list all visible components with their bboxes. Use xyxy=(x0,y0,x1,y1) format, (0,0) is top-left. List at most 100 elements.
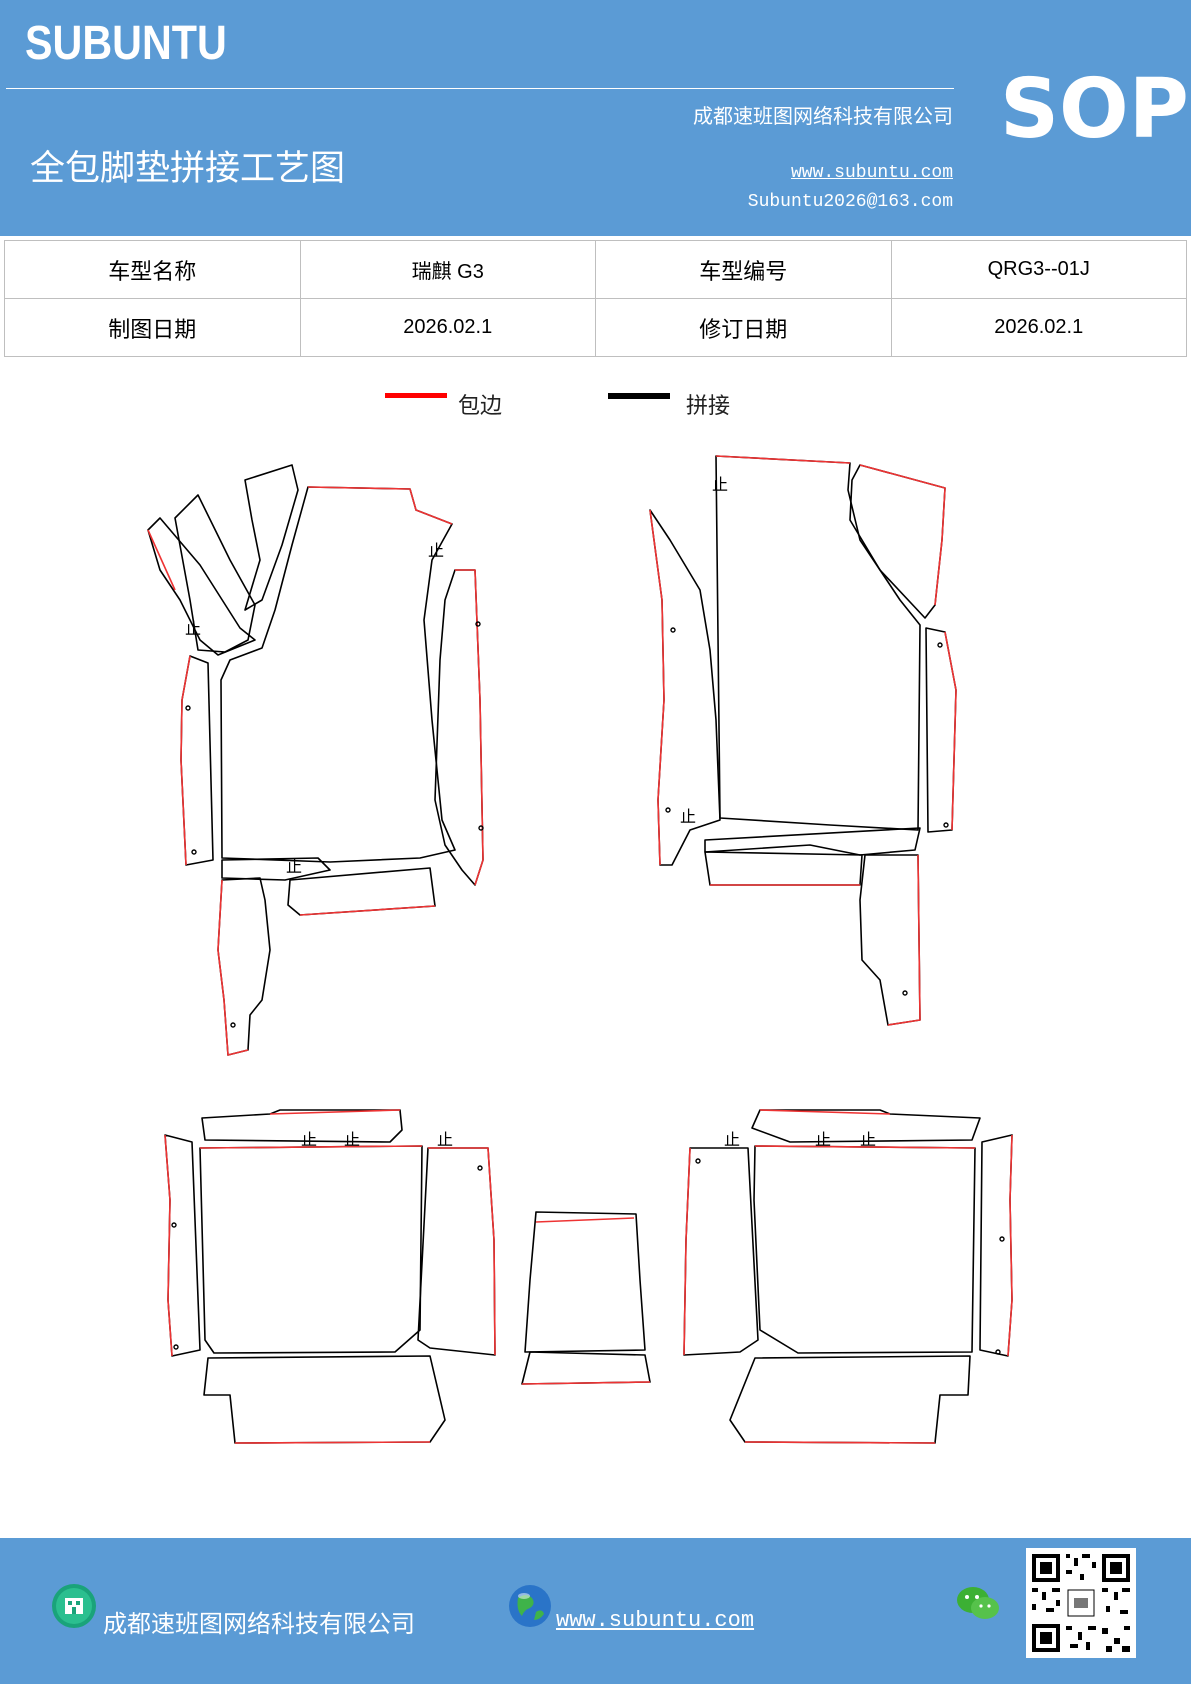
mat-piece xyxy=(944,631,957,831)
mat-piece xyxy=(199,1145,423,1149)
hole-marker xyxy=(902,990,908,996)
mat-piece xyxy=(180,655,214,866)
table-row: 车型名称 瑞麒 G3 车型编号 QRG3--01J xyxy=(4,240,1187,299)
mat-piece xyxy=(174,494,256,653)
mat-piece xyxy=(715,455,851,464)
table-row: 制图日期 2026.02.1 修订日期 2026.02.1 xyxy=(4,298,1187,357)
mat-piece xyxy=(147,517,256,656)
mat-piece xyxy=(649,509,665,866)
hole-marker xyxy=(665,807,671,813)
building-icon xyxy=(52,1584,96,1628)
mat-piece xyxy=(180,655,191,866)
hole-marker xyxy=(478,825,484,831)
stop-mark: 止 xyxy=(815,1130,831,1149)
mat-piece xyxy=(729,1355,971,1444)
mat-piece xyxy=(234,1441,431,1444)
hole-marker xyxy=(475,621,481,627)
mat-piece xyxy=(859,464,946,606)
mat-piece xyxy=(147,529,176,591)
front-right-mat-group xyxy=(649,455,957,1026)
mat-piece xyxy=(979,1134,1013,1357)
mat-piece xyxy=(683,1147,759,1356)
mat-piece xyxy=(759,1109,891,1115)
hole-marker xyxy=(477,1165,483,1171)
hole-marker xyxy=(171,1222,177,1228)
drawing-date-value: 2026.02.1 xyxy=(299,298,596,357)
vehicle-info-table: 车型名称 瑞麒 G3 车型编号 QRG3--01J 制图日期 2026.02.1… xyxy=(4,240,1187,357)
mat-piece xyxy=(524,1211,646,1353)
hole-marker xyxy=(943,822,949,828)
model-code-value: QRG3--01J xyxy=(890,240,1187,299)
stop-mark: 止 xyxy=(860,1130,876,1149)
mat-piece xyxy=(434,569,484,886)
globe-icon xyxy=(509,1585,551,1627)
model-code-label: 车型编号 xyxy=(595,240,892,299)
mat-piece xyxy=(417,1147,496,1356)
mat-piece xyxy=(164,1134,173,1357)
hole-marker xyxy=(995,1349,1001,1355)
stop-mark: 止 xyxy=(286,857,302,876)
mat-piece xyxy=(269,1109,401,1115)
model-name-label: 车型名称 xyxy=(4,240,301,299)
mat-piece xyxy=(859,854,921,1026)
website-link[interactable]: www.subuntu.com xyxy=(790,163,953,183)
mat-piece xyxy=(521,1351,651,1385)
floor-mat-pattern-drawing: 止 止 止 止 止 止 止 止 止 止 止 xyxy=(147,455,1013,1444)
legend-join-swatch xyxy=(608,393,670,399)
drawing-date-label: 制图日期 xyxy=(4,298,301,357)
hole-marker xyxy=(695,1158,701,1164)
legend-join-label: 拼接 xyxy=(686,394,731,419)
mat-piece xyxy=(455,569,484,886)
hole-marker xyxy=(185,705,191,711)
rear-right-mat-group xyxy=(683,1109,1013,1444)
legend-edge-label: 包边 xyxy=(458,394,503,419)
mat-piece xyxy=(744,1441,936,1444)
stop-mark: 止 xyxy=(344,1130,360,1149)
mat-piece xyxy=(887,854,921,1026)
mat-piece xyxy=(715,455,921,831)
mat-piece xyxy=(199,1145,423,1354)
mat-piece xyxy=(521,1381,651,1385)
stop-mark: 止 xyxy=(428,541,444,560)
mat-piece xyxy=(704,851,863,886)
mat-piece xyxy=(683,1147,691,1356)
revision-date-value: 2026.02.1 xyxy=(890,298,1187,357)
hole-marker xyxy=(191,849,197,855)
stop-mark: 止 xyxy=(301,1130,317,1149)
rear-left-mat-group xyxy=(164,1109,496,1444)
footer-website-link[interactable]: www.subuntu.com xyxy=(556,1608,755,1633)
front-left-mat-group xyxy=(147,464,484,1056)
mat-piece xyxy=(221,857,331,881)
mat-piece xyxy=(1007,1134,1013,1357)
header-banner xyxy=(0,0,1191,236)
mat-piece xyxy=(244,464,299,611)
mat-piece xyxy=(203,1355,446,1444)
sop-badge: SOP xyxy=(1000,62,1189,157)
mat-piece xyxy=(754,1145,976,1149)
footer-company-name: 成都速班图网络科技有限公司 xyxy=(103,1610,415,1638)
hole-marker xyxy=(670,627,676,633)
stop-mark: 止 xyxy=(712,475,728,494)
hole-marker xyxy=(999,1236,1005,1242)
mat-piece xyxy=(299,905,436,916)
mat-piece xyxy=(217,879,249,1056)
center-mat-group xyxy=(521,1211,651,1385)
brand-logo: SUBUNTU xyxy=(25,17,227,70)
revision-date-label: 修订日期 xyxy=(595,298,892,357)
stop-mark: 止 xyxy=(724,1130,740,1149)
hole-marker xyxy=(230,1022,236,1028)
mat-piece xyxy=(307,486,453,525)
stop-mark: 止 xyxy=(185,619,201,638)
header-divider xyxy=(6,88,954,89)
email-address: Subuntu2026@163.com xyxy=(747,192,953,212)
wechat-icon xyxy=(957,1587,999,1619)
model-name-value: 瑞麒 G3 xyxy=(299,240,596,299)
mat-piece xyxy=(925,627,957,833)
stop-mark: 止 xyxy=(437,1130,453,1149)
hole-marker xyxy=(937,642,943,648)
mat-piece xyxy=(751,1109,981,1143)
company-name: 成都速班图网络科技有限公司 xyxy=(693,104,953,128)
mat-piece xyxy=(704,827,921,856)
stop-mark: 止 xyxy=(680,807,696,826)
hole-marker xyxy=(173,1344,179,1350)
